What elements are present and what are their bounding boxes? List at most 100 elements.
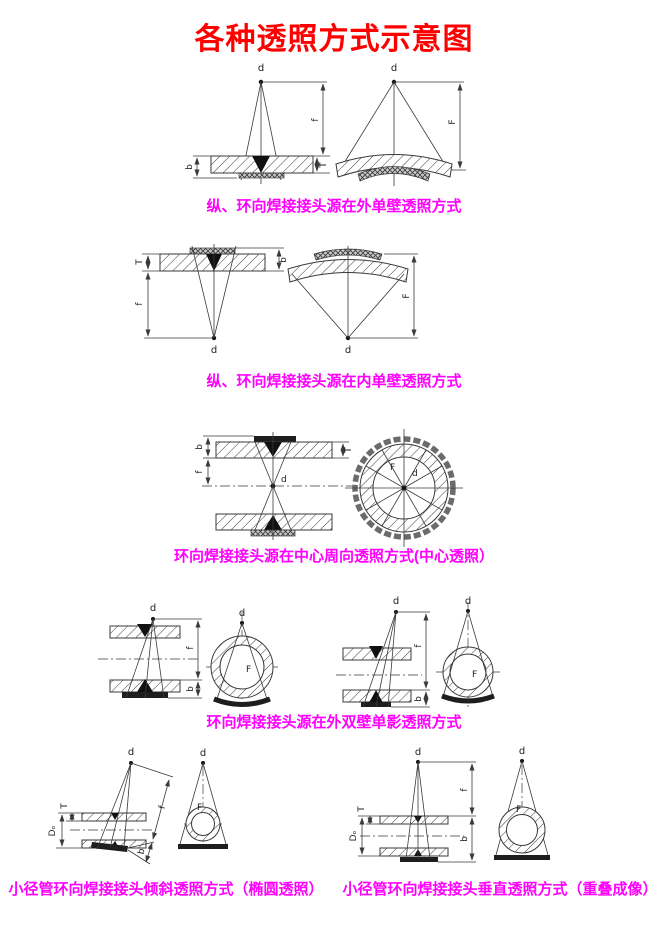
source-label: d <box>258 63 264 74</box>
weld-bead-top <box>137 624 153 637</box>
ray <box>272 485 292 531</box>
film <box>213 696 271 707</box>
dim-label-F: F <box>448 119 458 124</box>
dim-label-d: d <box>412 469 418 479</box>
film <box>91 842 128 852</box>
source-label: d <box>345 345 351 356</box>
dim-label-b: b <box>137 847 148 855</box>
source-label: d <box>393 596 399 607</box>
dim-label-T: T <box>319 162 329 169</box>
dim-label-F: F <box>246 665 251 675</box>
diagram-curved-wall-source-above: d F <box>335 63 466 186</box>
diagram-small-pipe-oblique: d f b T Dₒ <box>48 747 174 865</box>
caption-double-wall-single-image: 环向焊接接头源在外双壁单影透照方式 <box>206 714 462 731</box>
dim-label-T: T <box>344 447 354 454</box>
dim-label-F: F <box>516 805 521 815</box>
dim-label-f: f <box>158 804 169 810</box>
ray <box>109 762 132 849</box>
dimension-f <box>152 779 170 840</box>
diagram-curved-wall-source-below: d F <box>287 246 418 356</box>
source-label: d <box>465 596 471 607</box>
ray <box>521 760 549 856</box>
dim-label-Do: Dₒ <box>48 825 58 836</box>
ray <box>375 611 397 708</box>
caption-center-panoramic: 环向焊接接头源在中心周向透照方式(中心透照） <box>174 548 494 565</box>
dimension-b <box>145 842 153 863</box>
dim-label-T: T <box>357 806 367 813</box>
pipe-bore <box>219 644 265 690</box>
ray <box>272 441 292 487</box>
film <box>441 693 495 704</box>
ray <box>442 610 469 698</box>
caption-small-pipe-vertical: 小径管环向焊接接头垂直透照方式（重叠成像） <box>342 881 658 898</box>
weld-bead-top <box>111 813 119 820</box>
film <box>238 172 285 179</box>
dim-label-T: T <box>60 803 70 810</box>
dim-label-F: F <box>197 803 202 813</box>
dim-label-f: f <box>186 646 196 650</box>
pipe-top-wall <box>379 815 449 825</box>
dim-label-f: f <box>460 788 470 792</box>
ray <box>495 760 523 856</box>
diagram-flat-plate-source-above: d f b T <box>185 63 330 184</box>
film <box>178 844 228 849</box>
source-label: d <box>150 603 156 614</box>
source-label: d <box>211 345 217 356</box>
ray <box>254 441 274 487</box>
dim-label-Do: Dₒ <box>349 830 359 841</box>
ray <box>417 761 431 860</box>
diagram-pipe-section-source-center: d b f T <box>195 432 356 540</box>
dim-label-b: b <box>279 257 289 263</box>
pipe-bore <box>449 653 487 691</box>
source-point <box>401 485 407 491</box>
ray <box>467 610 494 698</box>
ray <box>125 618 154 699</box>
ray <box>152 618 165 699</box>
ray <box>202 762 227 845</box>
dim-label-b: b <box>185 164 195 170</box>
dim-label-f: f <box>195 470 205 474</box>
ray <box>254 485 274 531</box>
diagram-small-pipe-ellipse-cone: d F <box>178 748 228 849</box>
diagram-double-wall-cross-section-far: d F <box>436 596 500 708</box>
diagram-small-pipe-superimposed-cone: d F <box>494 746 550 860</box>
ray <box>405 761 419 860</box>
source-label: d <box>415 747 421 758</box>
source-label: d <box>200 748 206 759</box>
ray <box>393 81 448 169</box>
diagram-double-wall-cross-section-close: d F <box>206 608 278 707</box>
diagram-pipe-cross-section-panoramic: F d <box>345 429 463 547</box>
weld-bead <box>252 156 270 173</box>
ray <box>123 762 132 848</box>
source-label: d <box>281 475 287 485</box>
ray <box>387 611 397 708</box>
pipe-bore <box>506 814 538 846</box>
film <box>189 247 236 255</box>
ray <box>213 245 237 339</box>
weld-bead-top <box>369 646 383 659</box>
radial-rays <box>365 449 443 527</box>
dim-label-b: b <box>414 696 424 702</box>
dim-label-F: F <box>472 670 477 680</box>
ray <box>96 762 132 850</box>
film <box>400 857 438 862</box>
ray <box>191 245 215 339</box>
film <box>361 702 391 707</box>
film <box>494 855 550 860</box>
ray <box>216 622 243 700</box>
dim-label-f: f <box>311 118 321 122</box>
page-title: 各种透照方式示意图 <box>194 23 474 56</box>
dim-label-F: F <box>402 293 412 298</box>
caption-small-pipe-oblique: 小径管环向焊接接头倾斜透照方式（椭圆透照） <box>8 881 324 898</box>
ray <box>340 81 395 169</box>
dim-label-F: F <box>390 463 395 473</box>
ray <box>291 273 349 339</box>
ray <box>179 762 204 845</box>
dim-label-b: b <box>186 686 196 692</box>
source-label: d <box>128 747 134 758</box>
caption-single-wall-outside: 纵、环向焊接接头源在外单壁透照方式 <box>206 198 462 215</box>
dim-label-b: b <box>195 444 205 450</box>
weld-bead-bottom <box>369 690 383 703</box>
dim-label-T: T <box>135 259 145 266</box>
